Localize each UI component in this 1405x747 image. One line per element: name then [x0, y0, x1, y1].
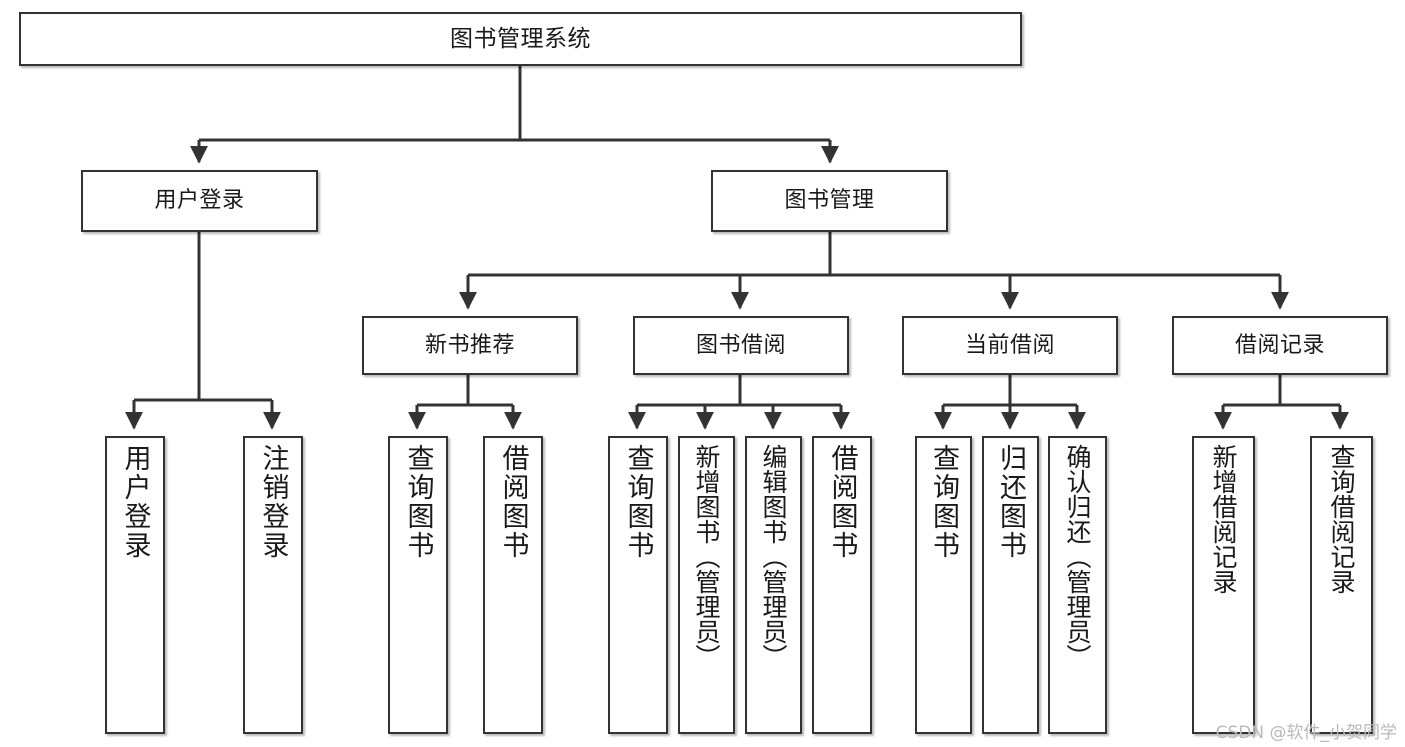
- node-book-borrow[interactable]: 图书借阅: [633, 316, 849, 375]
- node-label: 借阅图书: [826, 444, 858, 560]
- node-borrow-record[interactable]: 借阅记录: [1172, 316, 1388, 375]
- node-label: 新增借阅记录: [1209, 444, 1238, 594]
- leaf-borrow-add-book-admin[interactable]: 新增图书（管理员）: [678, 436, 735, 734]
- node-book-management[interactable]: 图书管理: [711, 170, 948, 232]
- node-label: 用户登录: [154, 188, 245, 214]
- node-label: 查询图书: [928, 444, 959, 560]
- node-current-borrow[interactable]: 当前借阅: [902, 316, 1118, 375]
- node-label: 图书管理系统: [450, 25, 591, 52]
- leaf-record-add-borrow-record[interactable]: 新增借阅记录: [1192, 436, 1255, 734]
- node-label: 新增图书（管理员）: [692, 444, 721, 669]
- leaf-recommend-borrow-book[interactable]: 借阅图书: [483, 436, 543, 734]
- node-label: 注销登录: [257, 444, 289, 560]
- node-label: 用户登录: [119, 444, 151, 560]
- leaf-logout[interactable]: 注销登录: [243, 436, 303, 734]
- node-label: 查询图书: [622, 444, 654, 560]
- node-label: 借阅图书: [497, 444, 529, 560]
- leaf-current-query-book[interactable]: 查询图书: [915, 436, 972, 734]
- leaf-borrow-borrow-book[interactable]: 借阅图书: [812, 436, 872, 734]
- node-label: 借阅记录: [1234, 332, 1325, 358]
- node-user-login[interactable]: 用户登录: [81, 170, 318, 232]
- node-root-book-management-system[interactable]: 图书管理系统: [19, 12, 1022, 66]
- leaf-user-login[interactable]: 用户登录: [105, 436, 165, 734]
- node-label: 编辑图书（管理员）: [759, 444, 788, 669]
- node-label: 当前借阅: [964, 332, 1055, 358]
- node-new-book-recommend[interactable]: 新书推荐: [362, 316, 578, 375]
- node-label: 新书推荐: [424, 332, 515, 358]
- leaf-recommend-query-book[interactable]: 查询图书: [388, 436, 448, 734]
- leaf-record-query-borrow-record[interactable]: 查询借阅记录: [1310, 436, 1373, 734]
- csdn-watermark: CSDN @软件_小贺同学: [1215, 723, 1397, 743]
- leaf-borrow-edit-book-admin[interactable]: 编辑图书（管理员）: [745, 436, 802, 734]
- node-label: 确认归还（管理员）: [1063, 444, 1092, 669]
- node-label: 查询图书: [402, 444, 434, 560]
- leaf-borrow-query-book[interactable]: 查询图书: [608, 436, 668, 734]
- node-label: 图书借阅: [695, 332, 786, 358]
- leaf-current-return-book[interactable]: 归还图书: [982, 436, 1039, 734]
- node-label: 图书管理: [784, 188, 875, 214]
- node-label: 归还图书: [995, 444, 1026, 560]
- leaf-current-confirm-return-admin[interactable]: 确认归还（管理员）: [1048, 436, 1107, 734]
- node-label: 查询借阅记录: [1327, 444, 1356, 594]
